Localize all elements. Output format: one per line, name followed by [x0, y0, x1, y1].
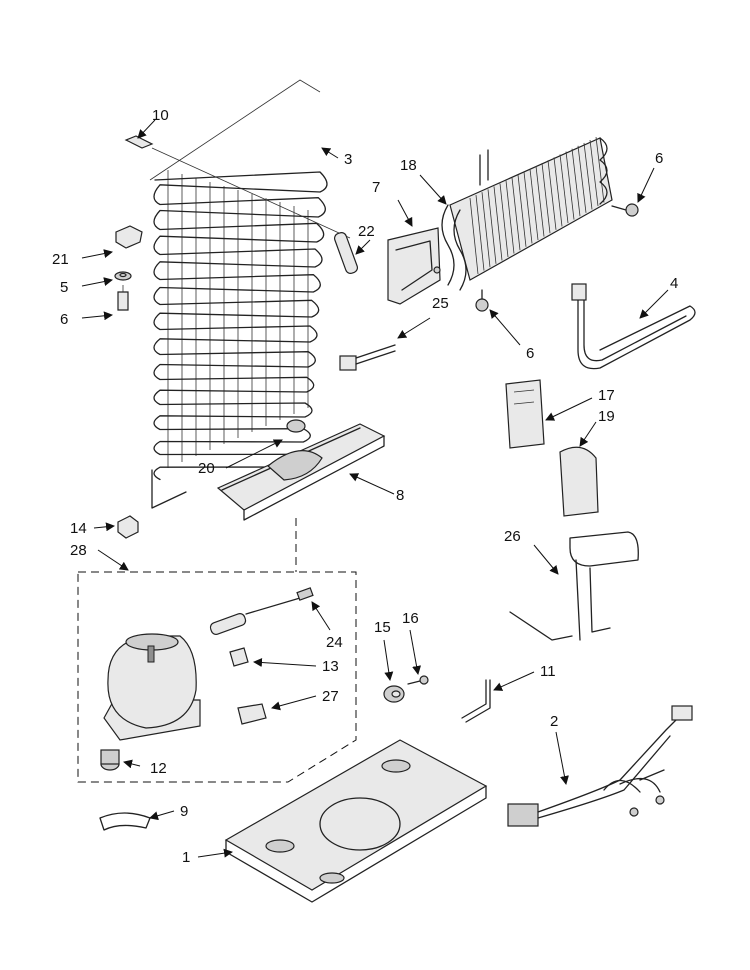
grommet-20	[286, 419, 306, 433]
callout-20: 20	[198, 460, 215, 477]
callout-25: 25	[432, 295, 449, 312]
clip-14	[117, 515, 139, 539]
insulation-17	[505, 379, 545, 449]
insulation-19	[559, 446, 599, 517]
callout-8: 8	[396, 487, 404, 504]
drier-22	[333, 232, 359, 274]
callout-10: 10	[152, 107, 169, 124]
callout-27: 27	[322, 688, 339, 705]
clip-9	[99, 812, 151, 831]
bracket-7	[387, 227, 441, 305]
grommet-12	[100, 749, 120, 771]
callout-14: 14	[70, 520, 87, 537]
screw-6-left	[117, 285, 129, 311]
tubing-26	[509, 531, 639, 641]
overload-27	[237, 703, 267, 725]
washer-5	[114, 271, 132, 281]
heater-4	[571, 283, 696, 370]
clip-21	[115, 225, 143, 249]
capillary-24	[209, 587, 314, 635]
callout-9: 9	[180, 803, 188, 820]
callout-4: 4	[670, 275, 678, 292]
callout-13: 13	[322, 658, 339, 675]
condenser-coil	[149, 79, 328, 509]
screw-10	[124, 135, 351, 239]
leader-lines	[81, 119, 669, 858]
wire-harness-2	[507, 705, 693, 827]
callout-19: 19	[598, 408, 615, 425]
tube-11	[461, 679, 491, 723]
drain-pan-8	[216, 423, 386, 521]
callout-17: 17	[598, 387, 615, 404]
callout-7: 7	[372, 179, 380, 196]
callout-11: 11	[540, 663, 556, 680]
callout-labels: 10 3 18 7 6 22 21 5 6 4 25 6 17 19 20 8 …	[52, 107, 678, 866]
connector-25	[339, 344, 396, 371]
callout-18: 18	[400, 157, 417, 174]
callout-6-top: 6	[655, 150, 663, 167]
callout-6-mid: 6	[526, 345, 534, 362]
evaporator-18	[441, 137, 613, 291]
base-plate-1	[224, 739, 488, 903]
callout-22: 22	[358, 223, 375, 240]
callout-21: 21	[52, 251, 69, 268]
callout-26: 26	[504, 528, 521, 545]
callout-28: 28	[70, 542, 87, 559]
callout-3: 3	[344, 151, 352, 168]
screw-6-right-top	[611, 203, 639, 217]
grommet-15	[383, 685, 405, 703]
callout-15: 15	[374, 619, 391, 636]
callout-12: 12	[150, 760, 167, 777]
callout-1: 1	[182, 849, 190, 866]
callout-24: 24	[326, 634, 343, 651]
callout-16: 16	[402, 610, 419, 627]
compressor-assembly-28	[77, 571, 357, 783]
callout-5: 5	[60, 279, 68, 296]
callout-2: 2	[550, 713, 558, 730]
relay-13	[229, 647, 249, 667]
callout-6-left: 6	[60, 311, 68, 328]
screw-16	[407, 675, 429, 685]
screw-6-right-bottom	[475, 289, 489, 312]
